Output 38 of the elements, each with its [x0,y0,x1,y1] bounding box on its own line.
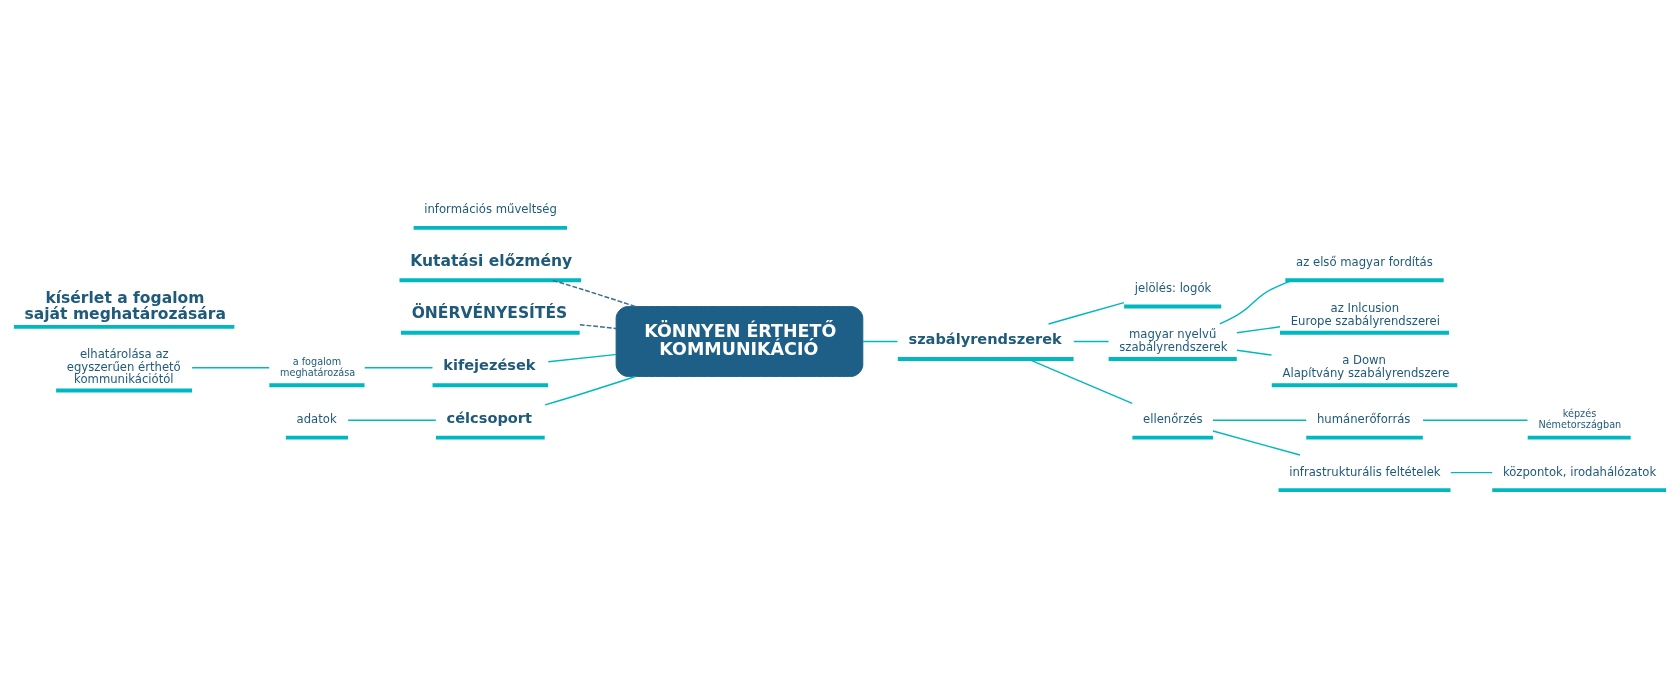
connector [1422,418,1529,421]
node-text: jelölés: logók [1134,280,1212,295]
connector [544,375,637,406]
node-text: célcsoport [446,408,532,426]
node-text: kifejezések [443,355,536,373]
node-text: szabályrendszerek [908,329,1062,347]
connector [347,418,437,421]
node-text: infrastrukturális feltételek [1289,464,1441,479]
node-text: humánerőforrás [1316,411,1411,426]
node-text: elhatárolása az egyszerűen érthető kommunikációtól [66,346,181,386]
connector [191,366,270,368]
connector [1236,349,1273,356]
connector [1236,325,1281,333]
connector [862,340,899,342]
connector [1212,418,1307,421]
connector [1047,301,1125,325]
node-text: az első magyar fordítás [1296,254,1433,269]
node-text: ellenőrzés [1143,411,1203,426]
connector [1450,471,1493,473]
node-text: a Down Alapítvány szabályrendszere [1282,352,1450,380]
connector [547,353,617,362]
node-text: Kutatási előzmény [410,251,573,270]
node-box: KÖNNYEN ÉRTHETŐ KOMMUNIKÁCIÓ [615,305,864,377]
node-text: adatok [296,411,337,426]
node-text: képzés Németországban [1538,407,1622,430]
connector [1212,429,1301,456]
connector [552,279,637,307]
connector [1073,340,1110,342]
node-text: információs műveltség [424,201,557,216]
connector [364,366,434,368]
node-text: a fogalom meghatározása [280,355,356,377]
node-text: kísérlet a fogalom saját meghatározására [24,288,226,323]
connector [1219,279,1294,325]
node-text: az Inlcusion Europe szabályrendszerei [1290,300,1441,328]
node-text: központok, irodahálózatok [1502,464,1657,479]
node-text: magyar nyelvű szabályrendszerek [1119,326,1228,354]
connector [579,323,617,329]
node-text: ÖNÉRVÉNYESÍTÉS [411,303,568,322]
